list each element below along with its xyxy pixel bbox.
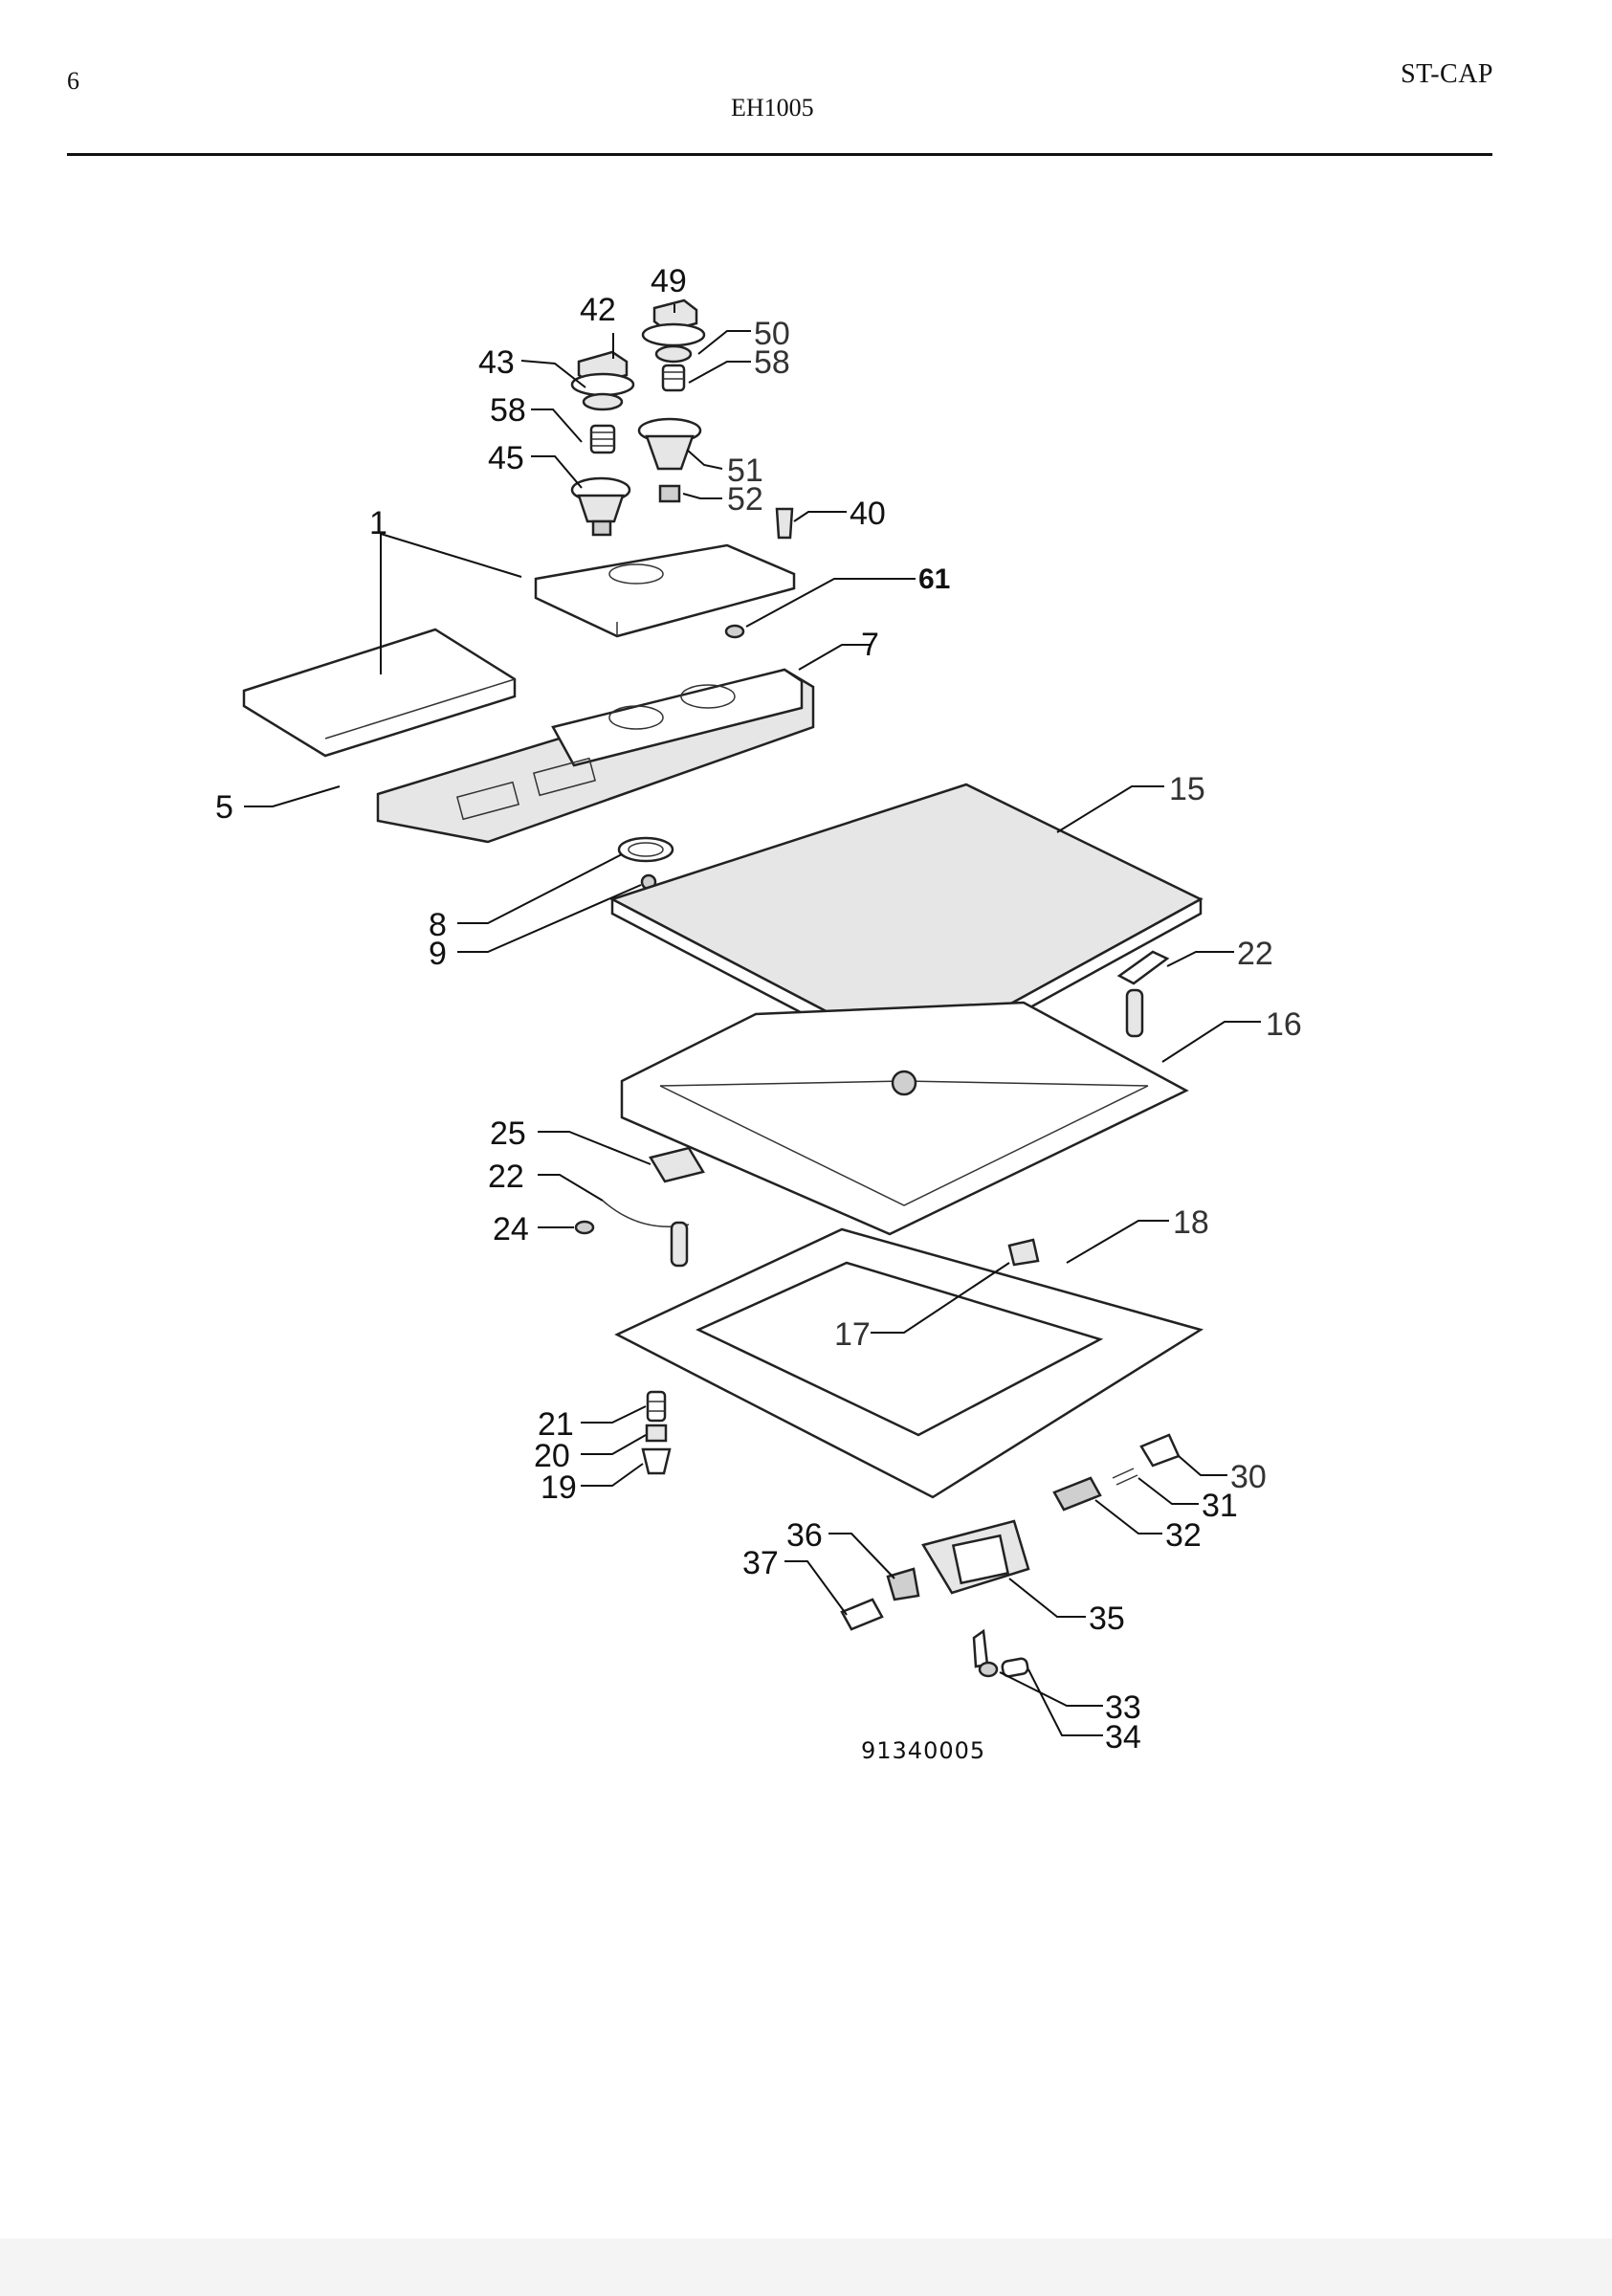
callout-16: 16 [1266, 1006, 1302, 1043]
callout-19: 19 [541, 1469, 577, 1506]
drawing-number: 91340005 [861, 1737, 985, 1764]
callout-32: 32 [1165, 1517, 1202, 1554]
callout-8: 8 [429, 907, 447, 943]
header-rule [67, 153, 1492, 156]
callout-15: 15 [1169, 771, 1205, 807]
callout-7: 7 [861, 627, 879, 663]
part-24-screw [574, 1220, 595, 1235]
part-36-clip [886, 1567, 920, 1601]
callout-61: 61 [918, 563, 950, 595]
callout-9: 9 [429, 936, 447, 972]
knob-assembly-left [570, 350, 635, 537]
callout-52: 52 [727, 481, 763, 518]
page-number: 6 [67, 67, 79, 95]
callout-36: 36 [786, 1517, 823, 1554]
part-33-34-pin [972, 1628, 1029, 1678]
part-22-hinge-left [602, 1200, 690, 1268]
callout-17: 17 [834, 1316, 871, 1353]
model-code: EH1005 [731, 94, 814, 121]
part-1-cover-plate [534, 543, 796, 638]
callout-37: 37 [742, 1545, 779, 1581]
callout-33: 33 [1105, 1689, 1141, 1726]
part-37-lever [840, 1598, 884, 1631]
knob-assembly-right [637, 298, 794, 540]
part-25-bracket [649, 1146, 705, 1183]
callout-50: 50 [754, 316, 790, 352]
part-61-nub [724, 624, 745, 639]
callout-42: 42 [580, 292, 616, 328]
callout-40: 40 [850, 496, 886, 532]
callout-20: 20 [534, 1438, 570, 1474]
callout-58-right: 58 [754, 344, 790, 381]
leader-lines [244, 304, 1261, 1736]
callout-30: 30 [1230, 1459, 1267, 1495]
callout-5: 5 [215, 789, 233, 826]
part-18-base-frame [614, 1227, 1204, 1499]
part-1-lid-panel [242, 628, 517, 758]
callout-22-left: 22 [488, 1159, 524, 1195]
callout-43: 43 [478, 344, 515, 381]
callout-58-left: 58 [490, 392, 526, 429]
part-19-20-21-stack [641, 1390, 672, 1475]
part-16-lid-frame [620, 1001, 1189, 1236]
section-code: ST-CAP [1401, 59, 1493, 89]
part-22-hinge-right [1116, 950, 1170, 1038]
callout-45: 45 [488, 440, 524, 476]
callout-51: 51 [727, 453, 763, 489]
part-7-control-panel [376, 668, 815, 844]
part-30-31-32-latch [1052, 1433, 1181, 1512]
callout-18: 18 [1173, 1204, 1209, 1241]
part-8-9-spring [617, 836, 674, 891]
callout-49: 49 [651, 263, 687, 299]
callout-21: 21 [538, 1406, 574, 1443]
callout-34: 34 [1105, 1719, 1141, 1755]
callout-31: 31 [1202, 1488, 1238, 1524]
callout-24: 24 [493, 1211, 529, 1247]
page-bottom-shadow [0, 2239, 1612, 2296]
callout-35: 35 [1089, 1601, 1125, 1637]
callout-22-right: 22 [1237, 936, 1273, 972]
callout-25: 25 [490, 1115, 526, 1152]
callout-1: 1 [369, 505, 387, 541]
part-35-lock-housing [921, 1519, 1030, 1595]
